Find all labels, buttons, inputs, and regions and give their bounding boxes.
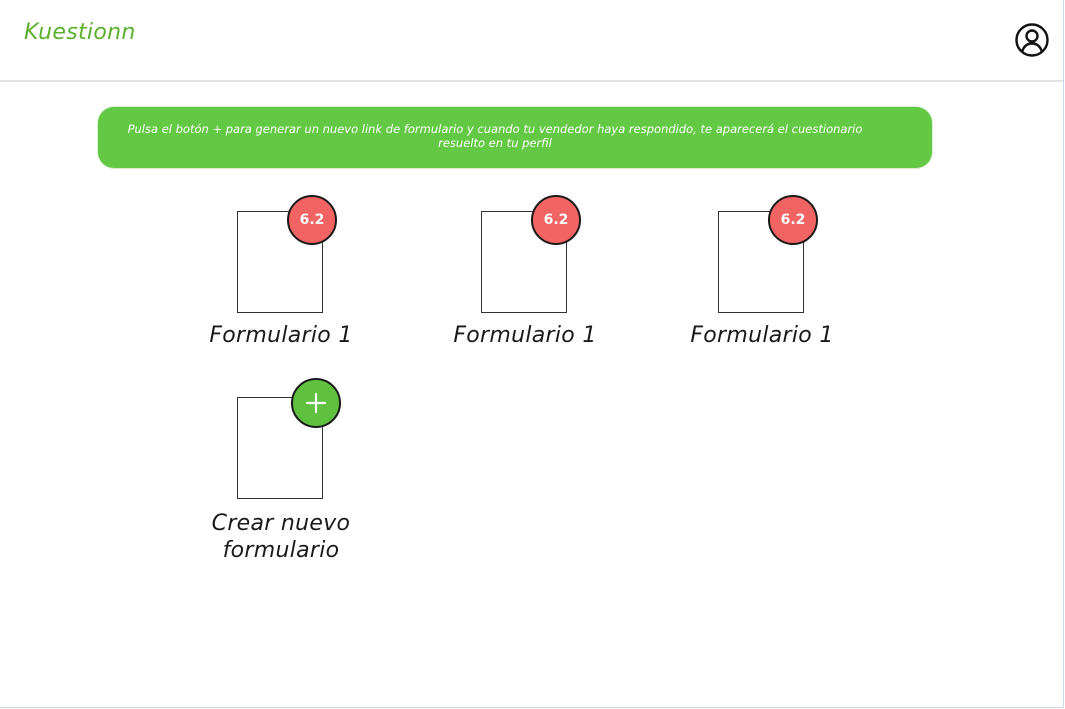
form-card[interactable]: 6.2 Formulario 1 [435, 195, 615, 365]
score-value: 6.2 [299, 212, 325, 228]
form-card-label: Formulario 1 [453, 323, 597, 348]
app-title: Kuestionn [24, 20, 136, 45]
plus-icon [305, 392, 327, 414]
form-card[interactable]: 6.2 Formulario 1 [672, 195, 852, 365]
score-badge: 6.2 [287, 195, 337, 245]
top-bar: Kuestionn [0, 0, 1063, 82]
form-card[interactable]: 6.2 Formulario 1 [191, 195, 371, 365]
score-value: 6.2 [543, 212, 569, 228]
info-banner-text: Pulsa el botón + para generar un nuevo l… [127, 122, 863, 150]
document-icon [237, 397, 323, 499]
create-form-label: Crear nuevo formulario [211, 511, 351, 563]
form-card-label: Formulario 1 [690, 323, 834, 348]
create-form-card[interactable]: Crear nuevo formulario [191, 378, 371, 568]
form-card-label: Formulario 1 [209, 323, 353, 348]
score-value: 6.2 [780, 212, 806, 228]
user-circle-icon[interactable] [1014, 22, 1050, 58]
score-badge: 6.2 [531, 195, 581, 245]
info-banner: Pulsa el botón + para generar un nuevo l… [98, 107, 932, 168]
score-badge: 6.2 [768, 195, 818, 245]
add-form-button[interactable] [291, 378, 341, 428]
